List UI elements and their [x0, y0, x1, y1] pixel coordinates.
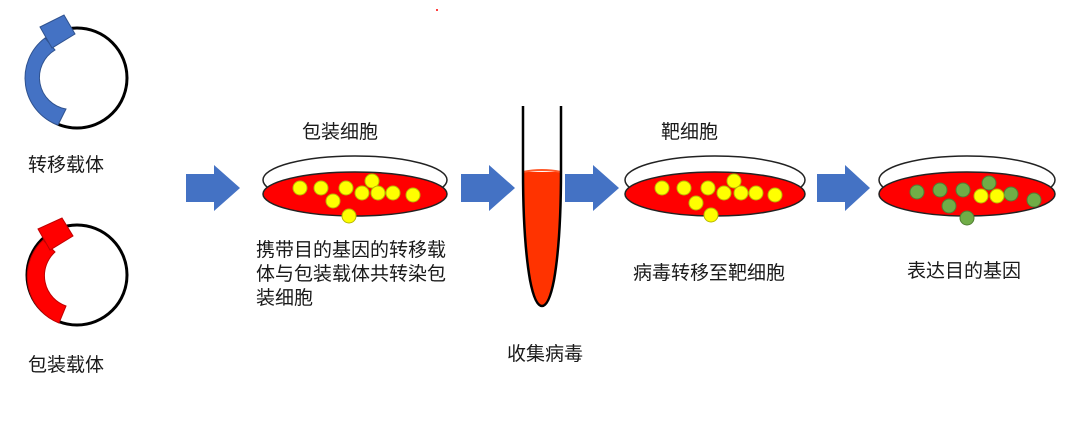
transfer-vector-label: 转移载体	[28, 154, 105, 176]
packaging-cells-label: 包装细胞	[302, 121, 379, 143]
cotransfection-line-1: 携带目的基因的转移载	[256, 239, 447, 261]
target-cells-label: 靶细胞	[661, 121, 719, 143]
speck-mark	[436, 9, 438, 11]
collect-virus-label: 收集病毒	[507, 343, 584, 365]
centrifuge-tube-icon	[521, 106, 563, 308]
packaging-vector-label: 包装载体	[28, 354, 105, 376]
petri-dish-expression-icon	[878, 155, 1056, 226]
virus-transfer-label: 病毒转移至靶细胞	[633, 262, 786, 284]
arrow-to-tube-icon	[461, 165, 515, 211]
cotransfection-line-3: 装细胞	[256, 287, 314, 309]
petri-dish-target-icon	[624, 155, 806, 223]
cotransfection-line-2: 体与包装载体共转染包	[256, 263, 447, 285]
plasmid-blue-icon	[24, 14, 129, 130]
express-gene-label: 表达目的基因	[907, 260, 1022, 282]
plasmid-red-icon	[25, 217, 129, 327]
arrow-to-packaging-icon	[186, 165, 240, 211]
arrow-to-target-icon	[565, 165, 619, 211]
arrow-to-expression-icon	[817, 165, 870, 211]
cotransfection-description: 携带目的基因的转移载 体与包装载体共转染包 装细胞	[256, 238, 446, 310]
petri-dish-packaging-icon	[262, 155, 448, 224]
